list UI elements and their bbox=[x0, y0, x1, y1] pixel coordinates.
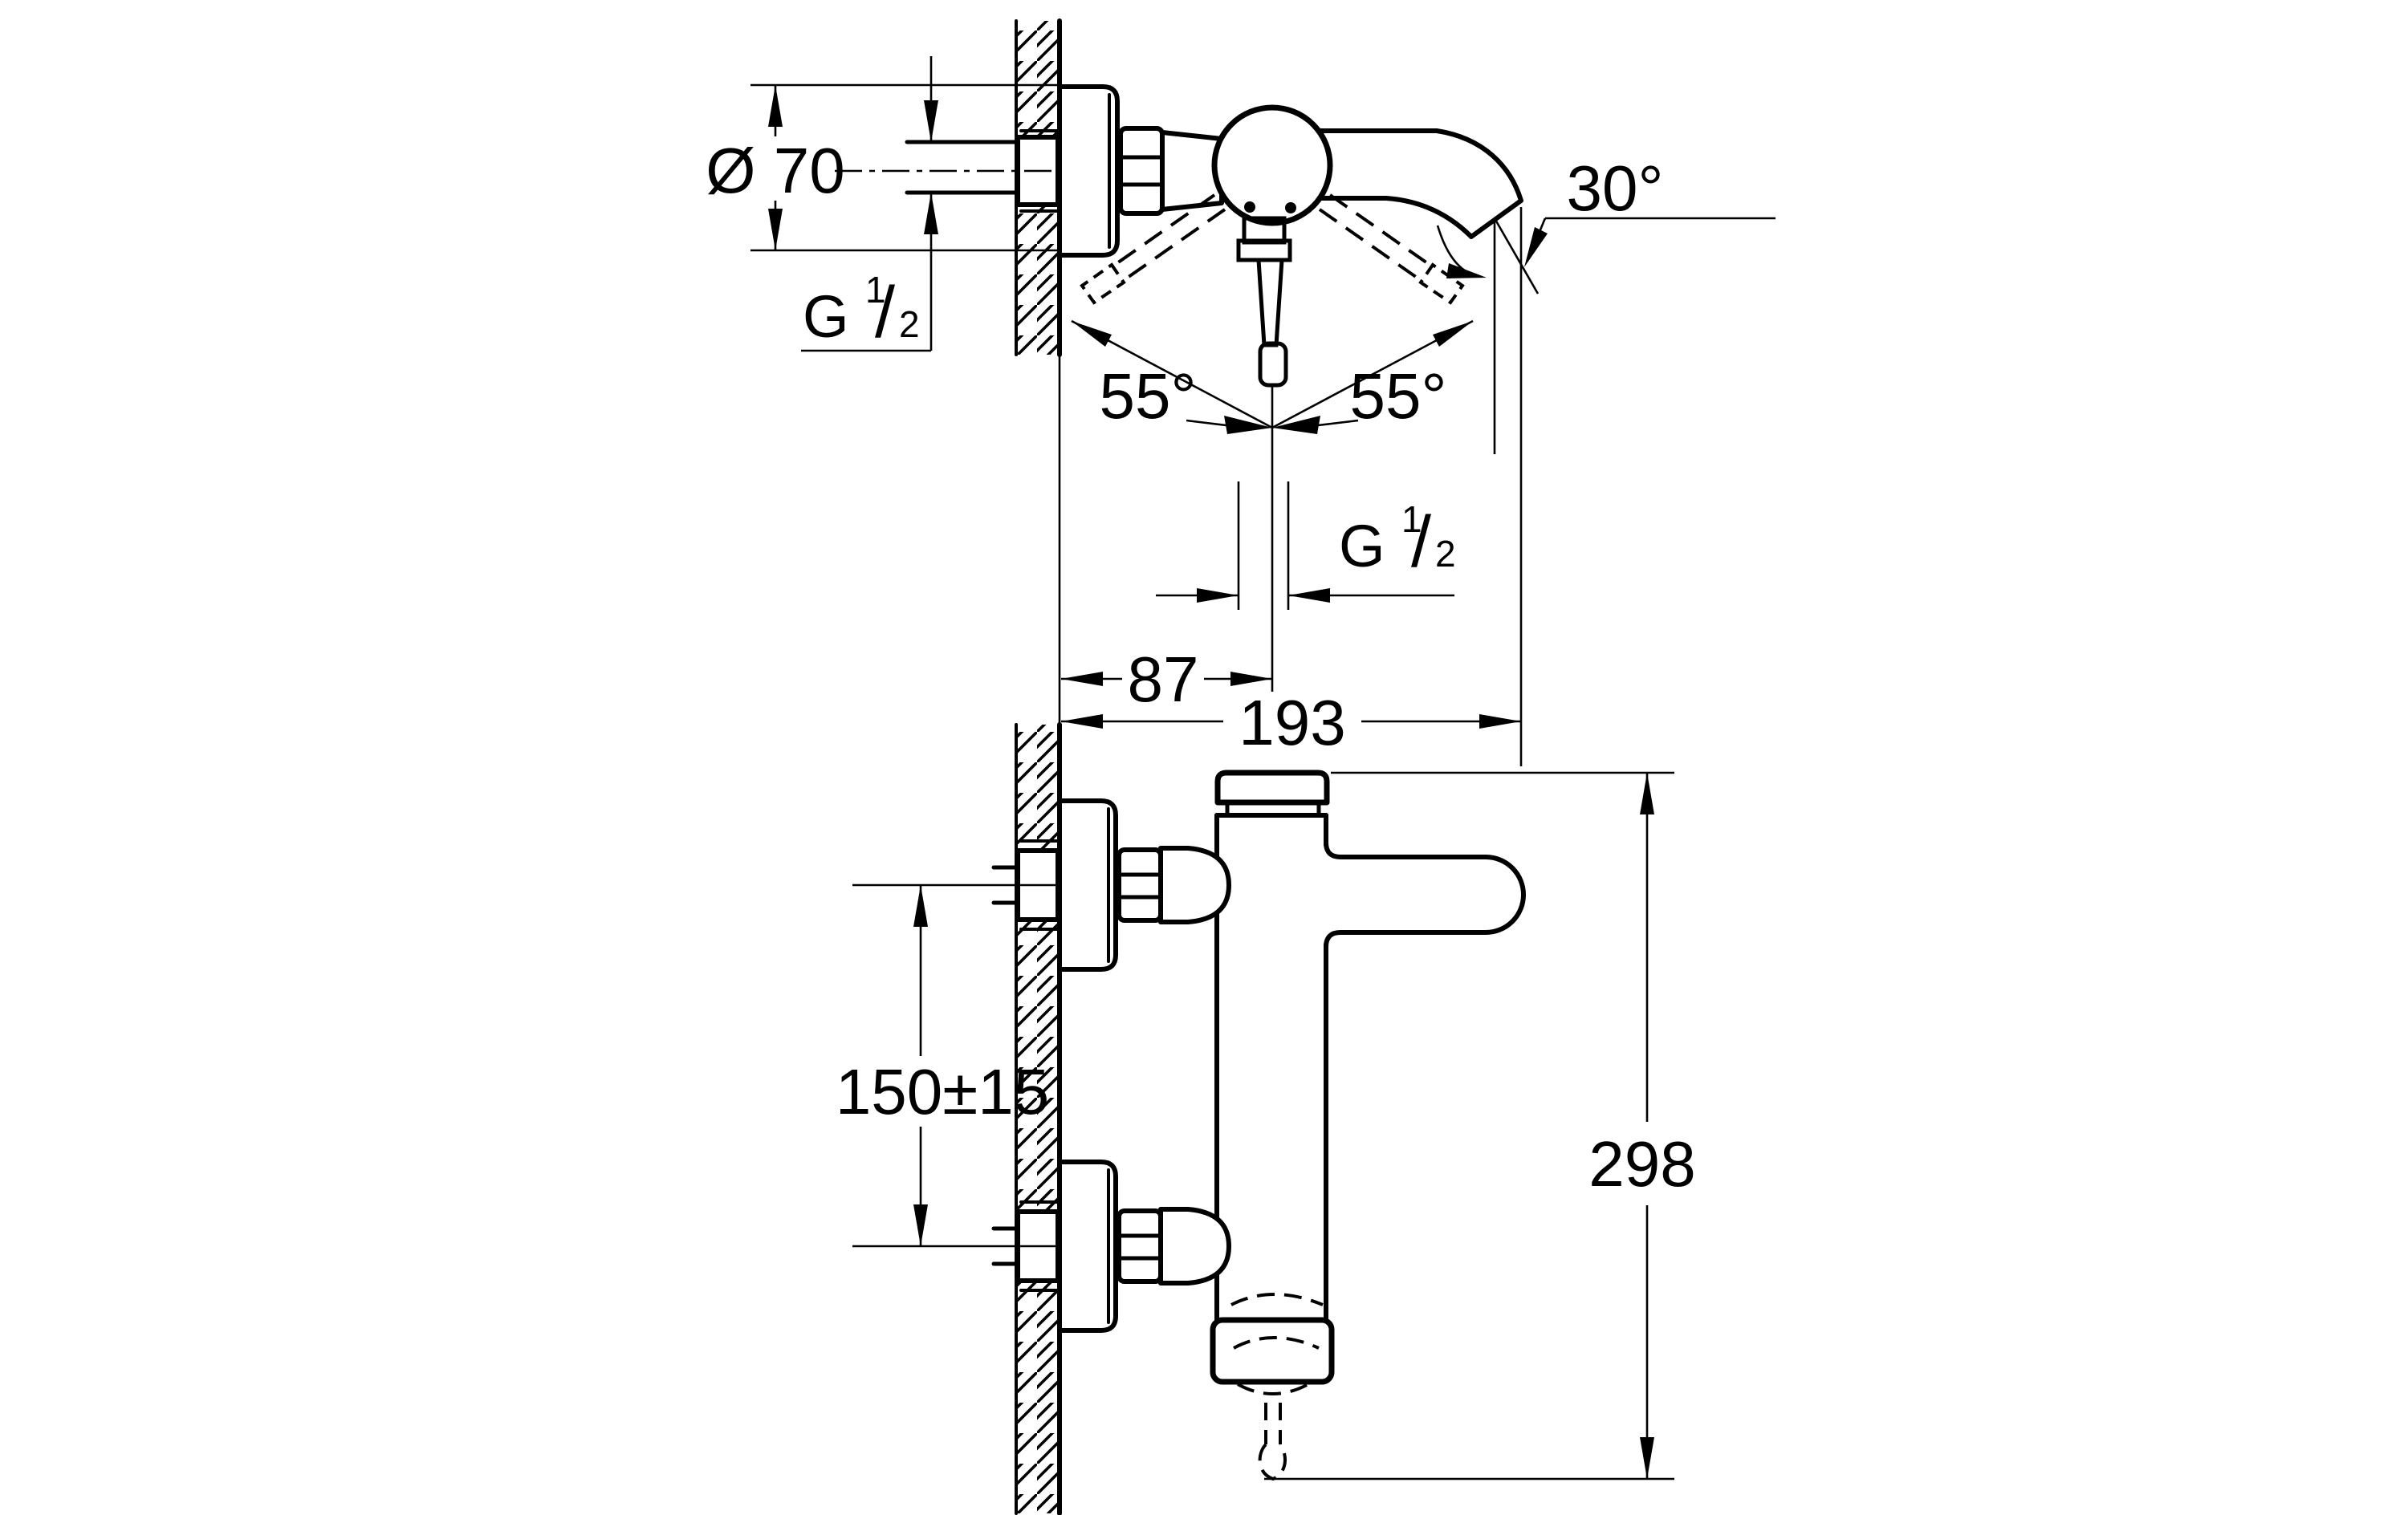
svg-text:G: G bbox=[803, 283, 849, 350]
adapter-neck-top bbox=[1160, 130, 1224, 212]
ball-joint-upper bbox=[1158, 846, 1231, 924]
svg-text:G: G bbox=[1339, 513, 1385, 579]
dimension-swivel-angles: 55° 55° bbox=[1071, 319, 1474, 692]
mixer-body-side bbox=[1214, 770, 1526, 1323]
svg-text:1: 1 bbox=[1401, 498, 1422, 540]
ball-joint-lower bbox=[1158, 1207, 1231, 1286]
side-view: 150±15 298 bbox=[836, 722, 1696, 1515]
svg-text:/: / bbox=[1411, 502, 1431, 583]
lever-handle-side bbox=[1324, 840, 1526, 949]
body-dot-left bbox=[1244, 201, 1255, 213]
dimension-spout-angle: 30° bbox=[1436, 152, 1775, 454]
hex-nut-top bbox=[1118, 126, 1165, 216]
dimension-wall-to-center: 87 bbox=[1061, 644, 1272, 715]
spout-top bbox=[1316, 128, 1523, 239]
arrow-55-right bbox=[1433, 321, 1473, 347]
dimension-thread-outlet: G 1 / 2 bbox=[1156, 481, 1456, 610]
escutcheon-flange-lower bbox=[1057, 1160, 1118, 1333]
lever-swing-left bbox=[1080, 193, 1226, 305]
hex-nut-upper bbox=[1117, 847, 1163, 923]
lever-handle-top bbox=[1236, 216, 1292, 388]
aerator-ring bbox=[1210, 1317, 1335, 1385]
label-wall-to-spout: 193 bbox=[1239, 687, 1345, 758]
label-total-height: 298 bbox=[1588, 1128, 1695, 1200]
body-dot-right bbox=[1285, 202, 1296, 213]
arrow-55-left bbox=[1072, 321, 1112, 347]
svg-text:/: / bbox=[875, 273, 895, 353]
escutcheon-flange-top bbox=[1057, 84, 1120, 258]
wall-section-top bbox=[1015, 18, 1062, 766]
inlet-pipe-top bbox=[835, 129, 1072, 213]
label-thread-outlet: G 1 / 2 bbox=[1339, 498, 1456, 583]
escutcheon-flange-upper bbox=[1057, 798, 1118, 972]
svg-text:2: 2 bbox=[899, 303, 920, 345]
label-connection-spacing: 150±15 bbox=[836, 1056, 1049, 1127]
cartridge-cap bbox=[1214, 770, 1330, 806]
cap-ring bbox=[1225, 800, 1321, 818]
lever-swing-right bbox=[1318, 193, 1465, 305]
dimension-thread-inlet: G 1 / 2 bbox=[801, 56, 938, 353]
dimension-wall-to-spout: 193 bbox=[1061, 207, 1523, 766]
label-thread-inlet: G 1 / 2 bbox=[803, 269, 920, 353]
label-diameter: Ø 70 bbox=[706, 135, 844, 206]
mixer-body-top bbox=[1211, 104, 1333, 226]
dimension-connection-spacing: 150±15 bbox=[836, 885, 1049, 1246]
svg-text:1: 1 bbox=[865, 269, 886, 311]
label-swivel-left: 55° bbox=[1100, 360, 1197, 432]
label-swivel-right: 55° bbox=[1350, 360, 1447, 432]
svg-text:2: 2 bbox=[1435, 533, 1456, 575]
spout-outlet bbox=[1210, 1293, 1335, 1481]
hex-nut-lower bbox=[1117, 1208, 1163, 1284]
label-spout-angle: 30° bbox=[1567, 152, 1664, 224]
dimension-total-height: 298 bbox=[1264, 771, 1696, 1480]
arrow-30 bbox=[1524, 227, 1548, 267]
dimension-flange-diameter: Ø 70 bbox=[706, 83, 1058, 252]
top-view: 55° 55° 30° Ø 70 bbox=[706, 18, 1775, 766]
hidden-nozzle bbox=[1258, 1443, 1287, 1481]
label-wall-to-center: 87 bbox=[1128, 644, 1199, 715]
